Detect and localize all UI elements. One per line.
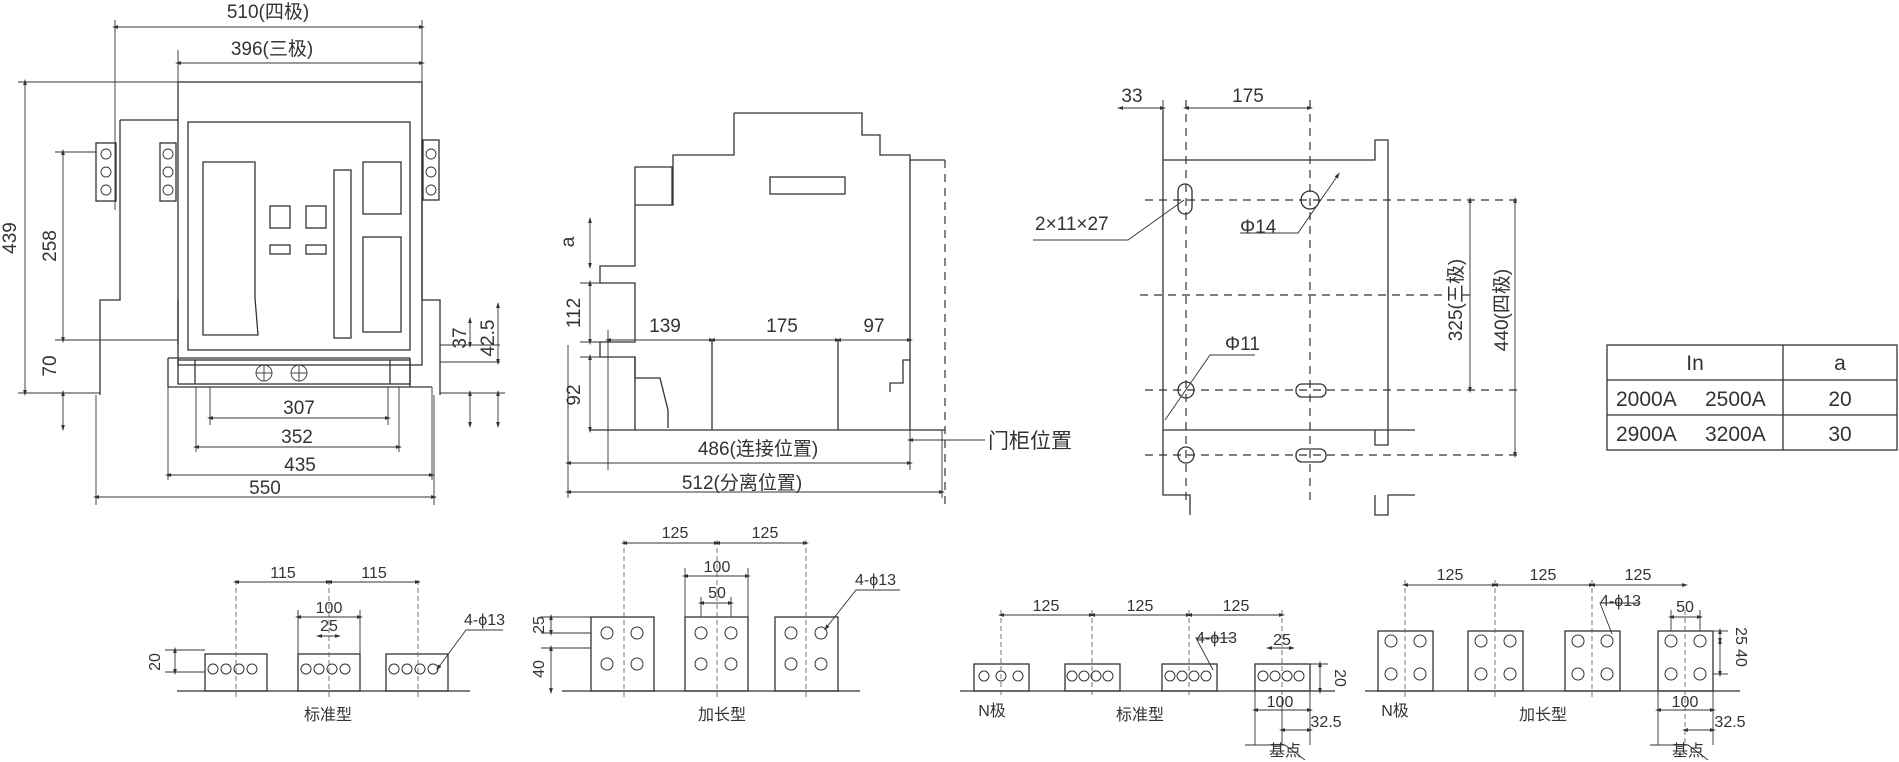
dim-97: 97 <box>863 316 884 337</box>
g3-dim-100: 100 <box>1267 694 1294 711</box>
terminal-group-extended-2: 125 125 125 50 25 40 100 32.5 4-ϕ13 N极 加… <box>1365 567 1749 761</box>
dim-396: 396(三极) <box>231 38 313 60</box>
g3-dim-125a: 125 <box>1033 598 1060 615</box>
dim-486: 486(连接位置) <box>698 438 818 460</box>
dim-70: 70 <box>40 355 61 376</box>
dim-175b: 175 <box>1232 86 1264 107</box>
dim-510: 510(四极) <box>227 1 309 23</box>
dim-33: 33 <box>1121 86 1142 107</box>
g4-dim-32-5: 32.5 <box>1714 714 1745 731</box>
dim-92: 92 <box>564 384 585 405</box>
table-row2-current2: 3200A <box>1705 423 1766 446</box>
dim-550: 550 <box>249 478 281 499</box>
g4-dim-50: 50 <box>1676 599 1694 616</box>
dim-42-5: 42.5 <box>478 320 499 357</box>
dim-307: 307 <box>283 398 315 419</box>
front-view: 510(四极) 396(三极) 439 258 70 37 42.5 307 3… <box>0 1 505 505</box>
g3-dim-20: 20 <box>1331 669 1348 687</box>
g2-dim-125a: 125 <box>662 525 689 542</box>
g4-label: 加长型 <box>1519 706 1567 724</box>
dim-a: a <box>558 236 579 247</box>
g3-n-pole: N极 <box>978 702 1006 720</box>
g4-dim-100: 100 <box>1672 694 1699 711</box>
g3-holes: 4-ϕ13 <box>1196 630 1237 647</box>
table-header-a: a <box>1834 352 1846 375</box>
g4-dim-125b: 125 <box>1530 567 1557 584</box>
dim-112: 112 <box>564 298 585 328</box>
g2-label: 加长型 <box>698 706 746 724</box>
g1-dim-20: 20 <box>147 653 164 671</box>
dim-37: 37 <box>450 327 471 348</box>
g3-base-point: 基点 <box>1269 742 1301 760</box>
terminal-group-standard-2: 125 125 125 25 20 100 32.5 4-ϕ13 N极 标准型 … <box>960 598 1348 761</box>
g2-dim-50: 50 <box>708 585 726 602</box>
current-table: In a 2000A 2500A 20 2900A 3200A 30 <box>1606 344 1898 451</box>
g2-dim-40: 40 <box>531 660 548 678</box>
table-header-in: In <box>1686 352 1704 375</box>
g3-dim-25: 25 <box>1273 632 1291 649</box>
g2-dim-100: 100 <box>704 559 731 576</box>
g4-holes: 4-ϕ13 <box>1600 593 1641 610</box>
dim-139: 139 <box>649 316 681 337</box>
door-position-label: 门柜位置 <box>988 430 1072 453</box>
table-row2-a: 30 <box>1828 423 1851 446</box>
dim-352: 352 <box>281 427 313 448</box>
dim-325: 325(三极) <box>1445 259 1467 341</box>
g1-dim-115a: 115 <box>270 565 296 582</box>
g1-dim-115b: 115 <box>361 565 387 582</box>
dim-258: 258 <box>40 230 61 262</box>
table-row1-a: 20 <box>1828 388 1851 411</box>
dim-175: 175 <box>766 316 798 337</box>
terminal-group-standard-1: 115 115 100 25 20 4-ϕ13 标准型 <box>147 565 505 724</box>
table-row2-current1: 2900A <box>1616 423 1677 446</box>
g3-dim-32-5: 32.5 <box>1310 714 1341 731</box>
g4-dim-125a: 125 <box>1437 567 1464 584</box>
g4-n-pole: N极 <box>1381 702 1409 720</box>
g2-dim-125b: 125 <box>752 525 779 542</box>
g1-dim-25: 25 <box>320 618 338 635</box>
g4-dim-125c: 125 <box>1625 567 1652 584</box>
g1-holes: 4-ϕ13 <box>464 612 505 629</box>
g4-dim-40: 40 <box>1732 649 1749 667</box>
dim-435: 435 <box>284 455 316 476</box>
g3-label: 标准型 <box>1116 706 1164 724</box>
g4-base-point: 基点 <box>1672 742 1704 760</box>
phi11-label: Φ11 <box>1225 334 1260 355</box>
dim-512: 512(分离位置) <box>682 472 802 494</box>
phi14-label: Φ14 <box>1240 217 1277 238</box>
g4-dim-25: 25 <box>1732 627 1749 645</box>
table-row1-current2: 2500A <box>1705 388 1766 411</box>
dim-440: 440(四极) <box>1491 269 1513 351</box>
terminal-group-extended-1: 125 125 100 50 25 40 4-ϕ13 加长型 <box>531 525 900 724</box>
g2-dim-25: 25 <box>531 616 548 634</box>
g3-dim-125c: 125 <box>1223 598 1250 615</box>
mounting-view: 33 175 2×11×27 Φ14 Φ11 325(三极) 440(四极) <box>1033 86 1520 516</box>
g1-label: 标准型 <box>304 706 352 724</box>
g1-dim-100: 100 <box>316 600 343 617</box>
dim-439: 439 <box>0 222 21 254</box>
g2-holes: 4-ϕ13 <box>855 572 896 589</box>
g3-dim-125b: 125 <box>1127 598 1154 615</box>
slot-label: 2×11×27 <box>1035 214 1109 235</box>
side-view: a 112 92 139 175 97 486(连接位置) 512(分离位置) … <box>558 112 1072 505</box>
table-row1-current1: 2000A <box>1616 388 1677 411</box>
